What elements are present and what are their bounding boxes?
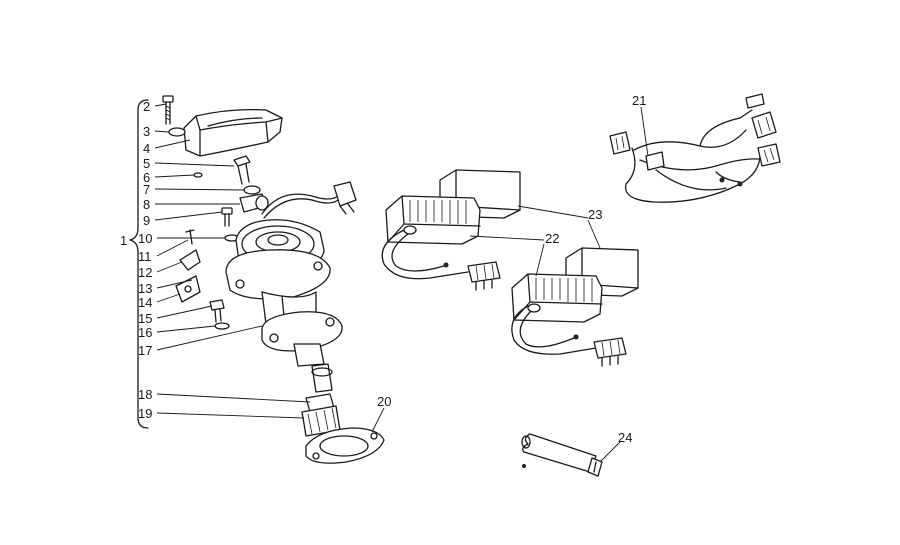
- distributor-lead-wire: [261, 181, 357, 219]
- screw-5: [233, 155, 251, 185]
- callout-7: 7: [143, 182, 150, 197]
- regulator-assembly-lower: [511, 247, 639, 367]
- callout-20: 20: [377, 394, 391, 409]
- callout-24: 24: [618, 430, 632, 445]
- callout-5: 5: [143, 156, 150, 171]
- regulator-assembly-upper: [381, 169, 521, 291]
- callout-9: 9: [143, 213, 150, 228]
- callout-17: 17: [138, 343, 152, 358]
- callout-13: 13: [138, 281, 152, 296]
- screw-2: [162, 95, 174, 125]
- callout-labels: 1 2 3 4 5 6 7 8 9 10 11 12 13 14 15 16 1…: [120, 93, 646, 445]
- cylinder-part-24: [521, 433, 603, 477]
- wiring-harness: [609, 93, 781, 203]
- callout-22: 22: [545, 231, 559, 246]
- screw-9: [221, 207, 233, 227]
- callout-15: 15: [138, 311, 152, 326]
- callout-6: 6: [143, 170, 150, 185]
- callout-18: 18: [138, 387, 152, 402]
- callout-1: 1: [120, 233, 127, 248]
- group-bracket: [129, 99, 149, 429]
- callout-2: 2: [143, 99, 150, 114]
- rotor-7-8: [239, 185, 269, 213]
- drive-gear: [301, 393, 341, 437]
- callout-19: 19: [138, 406, 152, 421]
- washer-3: [168, 127, 186, 137]
- pin-6: [193, 172, 203, 178]
- gasket: [305, 427, 385, 464]
- distributor-cap: [183, 108, 283, 157]
- callout-3: 3: [143, 124, 150, 139]
- callout-10: 10: [138, 231, 152, 246]
- callout-11: 11: [138, 249, 152, 264]
- screw-16: [209, 299, 230, 330]
- callout-8: 8: [143, 197, 150, 212]
- leader-lines: [154, 103, 649, 463]
- callout-21: 21: [632, 93, 646, 108]
- callout-16: 16: [138, 325, 152, 340]
- callout-4: 4: [143, 141, 150, 156]
- callout-23: 23: [588, 207, 602, 222]
- callout-14: 14: [138, 295, 152, 310]
- distributor-body: [225, 219, 343, 393]
- small-hardware: [175, 229, 201, 303]
- callout-12: 12: [138, 265, 152, 280]
